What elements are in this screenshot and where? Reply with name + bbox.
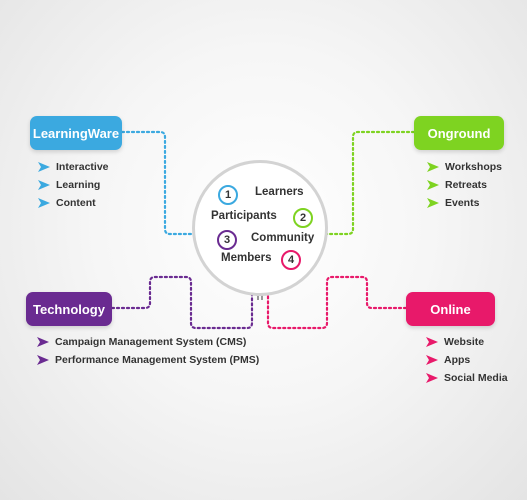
chevron-right-icon	[426, 337, 438, 347]
list-item-label: Website	[444, 336, 485, 348]
number-badge-4: 4	[281, 250, 301, 270]
list-item-label: Learning	[56, 179, 101, 191]
list-item: Content	[38, 194, 109, 212]
list-item-label: Interactive	[56, 161, 109, 173]
list-item-label: Social Media	[444, 372, 508, 384]
center-label-community: Community	[251, 232, 315, 244]
number-badge-1: 1	[218, 185, 238, 205]
list-item: Interactive	[38, 158, 109, 176]
onground-list: Workshops Retreats Events	[427, 158, 502, 212]
list-item-label: Retreats	[445, 179, 488, 191]
list-item: Website	[426, 333, 508, 351]
center-circle: 1 Learners Participants 2 3 Community Me…	[192, 160, 328, 296]
list-item-label: Apps	[444, 354, 471, 366]
learningware-title: LearningWare	[32, 125, 120, 141]
chevron-right-icon	[37, 355, 49, 365]
chevron-right-icon	[427, 180, 439, 190]
list-item: Events	[427, 194, 502, 212]
online-list: Website Apps Social Media	[426, 333, 508, 387]
center-label-participants: Participants	[211, 210, 277, 222]
list-item: Performance Management System (PMS)	[37, 351, 259, 369]
learningware-box: LearningWare	[30, 116, 122, 150]
list-item: Learning	[38, 176, 109, 194]
onground-box: Onground	[414, 116, 504, 150]
chevron-right-icon	[38, 180, 50, 190]
list-item-label: Campaign Management System (CMS)	[55, 336, 247, 348]
number-badge-2: 2	[293, 208, 313, 228]
center-label-members: Members	[221, 252, 272, 264]
chevron-right-icon	[427, 198, 439, 208]
onground-title: Onground	[427, 125, 491, 141]
online-title: Online	[430, 301, 471, 317]
chevron-right-icon	[427, 162, 439, 172]
technology-box: Technology	[26, 292, 112, 326]
chevron-right-icon	[38, 162, 50, 172]
online-box: Online	[406, 292, 495, 326]
list-item: Social Media	[426, 369, 508, 387]
list-item-label: Performance Management System (PMS)	[55, 354, 260, 366]
list-item-label: Workshops	[445, 161, 502, 173]
chevron-right-icon	[37, 337, 49, 347]
list-item: Apps	[426, 351, 508, 369]
list-item: Campaign Management System (CMS)	[37, 333, 259, 351]
list-item: Workshops	[427, 158, 502, 176]
list-item-label: Events	[445, 197, 480, 209]
chevron-right-icon	[426, 373, 438, 383]
center-label-learners: Learners	[255, 186, 304, 198]
list-item-label: Content	[56, 197, 96, 209]
list-item: Retreats	[427, 176, 502, 194]
technology-title: Technology	[33, 301, 105, 317]
number-badge-3: 3	[217, 230, 237, 250]
chevron-right-icon	[38, 198, 50, 208]
learningware-list: Interactive Learning Content	[38, 158, 109, 212]
chevron-right-icon	[426, 355, 438, 365]
technology-list: Campaign Management System (CMS) Perform…	[37, 333, 259, 369]
